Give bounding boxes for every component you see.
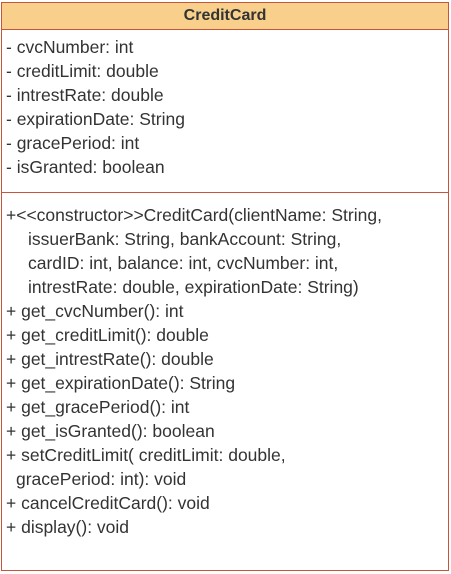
method-set-credit-limit-continued[interactable]: gracePeriod: int): void [16,469,187,489]
methods-section: +<<constructor>>CreditCard(clientName: S… [2,193,448,539]
method-constructor[interactable]: +<<constructor>>CreditCard(clientName: S… [6,205,382,225]
attribute-credit-limit[interactable]: - creditLimit: double [6,61,159,81]
attribute-is-granted[interactable]: - isGranted: boolean [6,157,165,177]
method-get-expiration-date[interactable]: + get_expirationDate(): String [6,373,236,393]
method-get-cvc-number[interactable]: + get_cvcNumber(): int [6,301,184,321]
class-name-header[interactable]: CreditCard [2,3,448,30]
attribute-grace-period[interactable]: - gracePeriod: int [6,133,140,153]
method-constructor-continued-1[interactable]: issuerBank: String, bankAccount: String, [28,229,342,249]
method-cancel-credit-card[interactable]: + cancelCreditCard(): void [6,493,210,513]
attribute-expiration-date[interactable]: - expirationDate: String [6,109,185,129]
method-constructor-continued-3[interactable]: intrestRate: double, expirationDate: Str… [28,277,359,297]
method-set-credit-limit[interactable]: + setCreditLimit( creditLimit: double, [6,445,286,465]
method-get-grace-period[interactable]: + get_gracePeriod(): int [6,397,190,417]
method-display[interactable]: + display(): void [6,517,130,537]
class-name: CreditCard [183,7,267,24]
method-get-intrest-rate[interactable]: + get_intrestRate(): double [6,349,214,369]
attribute-intrest-rate[interactable]: - intrestRate: double [6,85,164,105]
method-get-is-granted[interactable]: + get_isGranted(): boolean [6,421,215,441]
method-get-credit-limit[interactable]: + get_creditLimit(): double [6,325,209,345]
attributes-section: - cvcNumber: int - creditLimit: double -… [2,30,448,193]
method-constructor-continued-2[interactable]: cardID: int, balance: int, cvcNumber: in… [28,253,339,273]
attribute-cvc-number[interactable]: - cvcNumber: int [6,37,134,57]
